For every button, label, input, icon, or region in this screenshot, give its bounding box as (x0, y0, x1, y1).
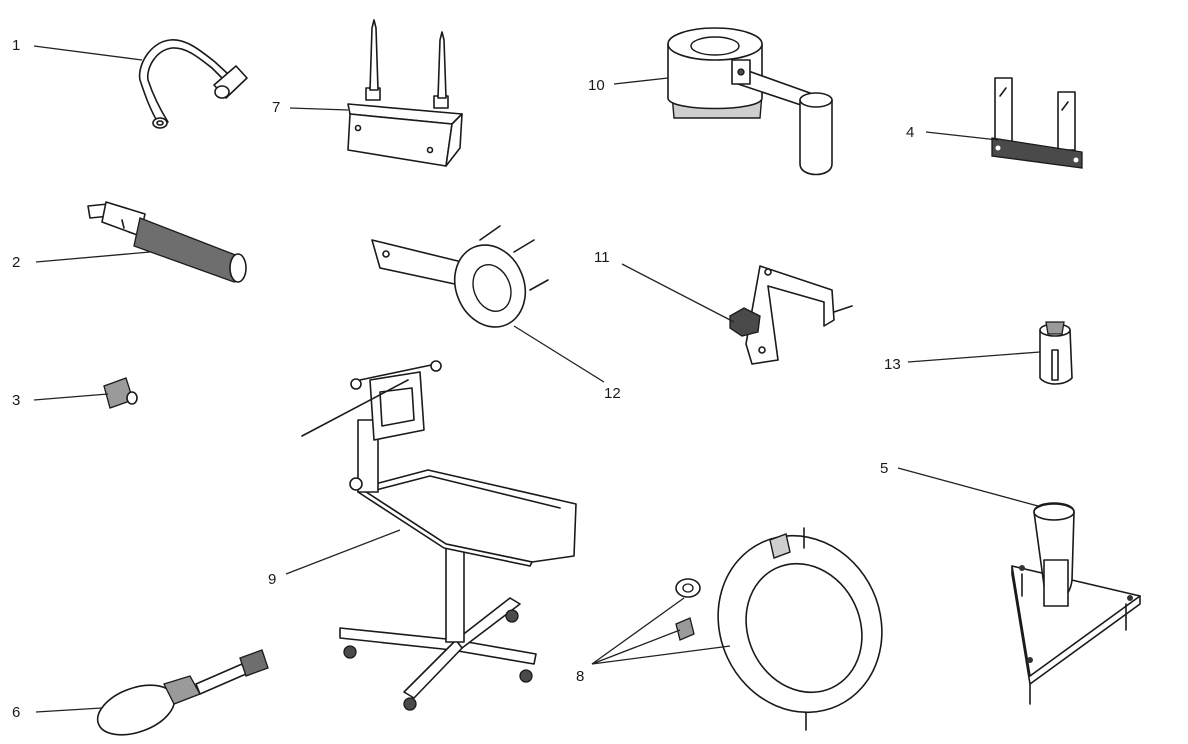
callout-8: 8 (576, 668, 584, 685)
tool-7-pin-plate (347, 19, 463, 167)
tool-9-engine-stand (301, 360, 577, 711)
callout-4: 4 (906, 124, 914, 141)
callout-9: 9 (268, 571, 276, 588)
callout-13: 13 (884, 356, 901, 373)
callout-10: 10 (588, 77, 605, 94)
tool-6-filter-strap-wrench (96, 649, 269, 736)
tool-4-fork-gauge (991, 77, 1083, 169)
callout-11: 11 (594, 249, 610, 266)
callout-5: 5 (880, 460, 888, 477)
callout-6: 6 (12, 704, 20, 721)
tool-11-bracket (729, 265, 853, 365)
callout-3: 3 (12, 392, 20, 409)
callout-labels: 1 2 3 4 5 6 7 8 9 10 11 12 13 (12, 37, 914, 721)
tool-5-tripod-stand (1011, 502, 1141, 705)
tool-2-handle-tool (87, 201, 247, 283)
callout-1: 1 (12, 37, 20, 54)
callout-7: 7 (272, 99, 280, 116)
tool-1-bent-rod (138, 39, 248, 129)
tool-12-ring-bar (371, 225, 549, 328)
tool-3-knurled-nut (103, 377, 138, 409)
callout-2: 2 (12, 254, 20, 271)
tool-8-ring-kit (675, 527, 883, 731)
callout-12: 12 (604, 385, 621, 402)
leader-lines (33, 45, 1041, 713)
tool-13-socket (1039, 321, 1073, 385)
tool-10-drum-wrench (667, 27, 833, 176)
